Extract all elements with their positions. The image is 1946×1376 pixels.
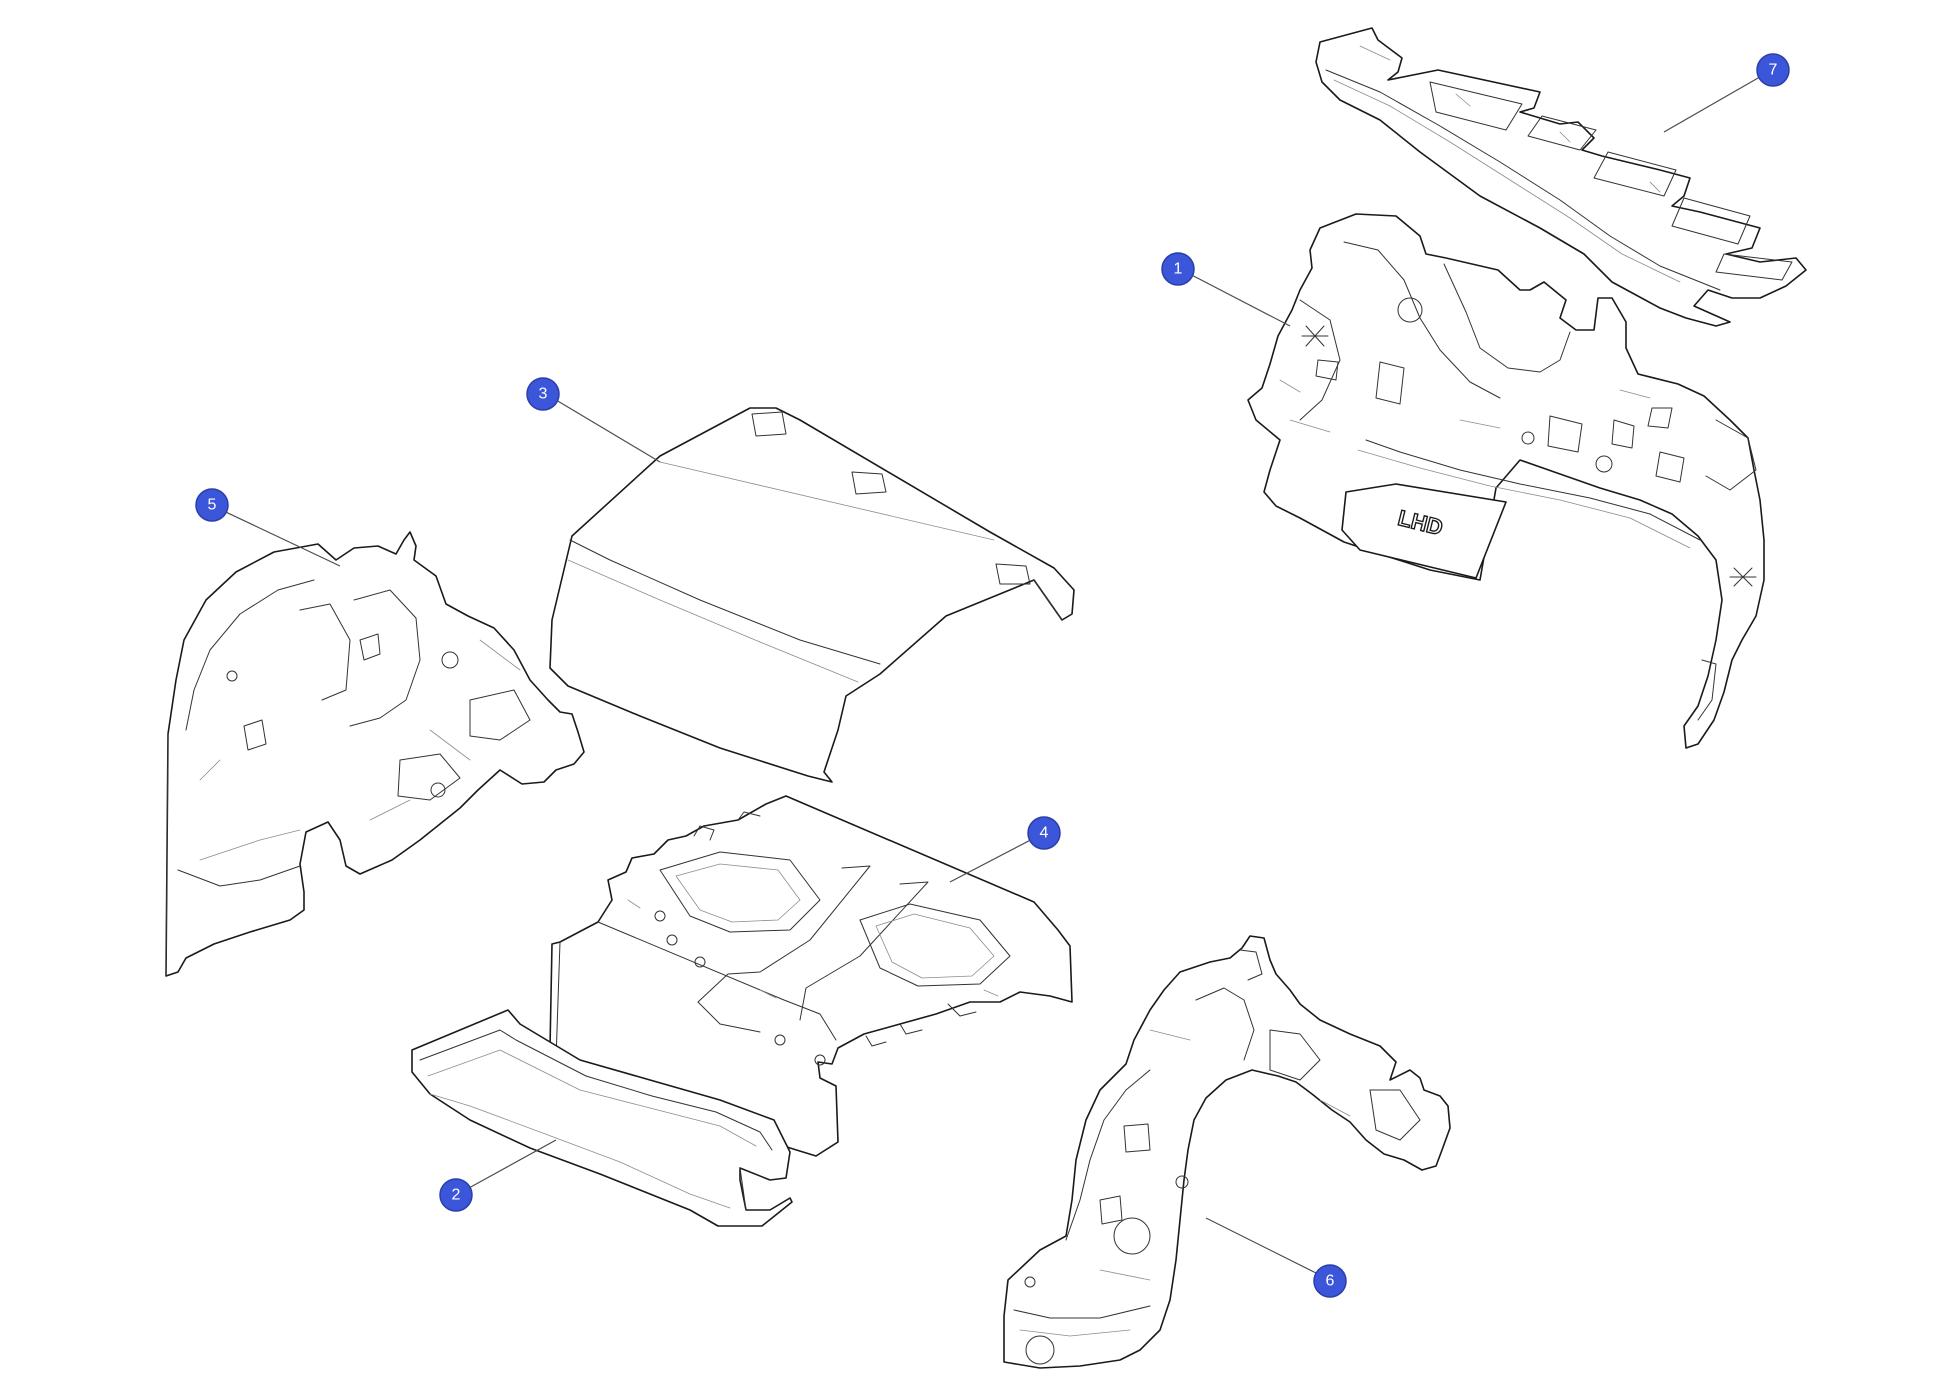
callout-2-label: 2 — [452, 1187, 461, 1204]
callout-6-label: 6 — [1326, 1273, 1335, 1290]
part-5-left-wheelhouse[interactable] — [165, 531, 585, 977]
part-6-right-wheelhouse[interactable] — [1003, 935, 1451, 1369]
callout-3[interactable]: 3 — [526, 377, 560, 411]
callout-6[interactable]: 6 — [1313, 1264, 1347, 1298]
part-3-panel-cover[interactable] — [549, 407, 1075, 783]
callout-7-label: 7 — [1769, 62, 1778, 79]
callout-1-label: 1 — [1174, 261, 1183, 278]
leader-2 — [457, 1139, 557, 1195]
callout-4-label: 4 — [1040, 825, 1049, 842]
callout-3-circle — [526, 377, 560, 411]
leader-3 — [545, 393, 661, 463]
leader-lines — [212, 69, 1773, 1281]
leader-7 — [1663, 69, 1773, 133]
callout-7-circle — [1756, 53, 1790, 87]
part-4-floor-insulator[interactable] — [549, 795, 1073, 1157]
callout-7[interactable]: 7 — [1756, 53, 1790, 87]
leader-6 — [1205, 1217, 1331, 1281]
callout-1-circle — [1161, 252, 1195, 286]
callout-1[interactable]: 1 — [1161, 252, 1195, 286]
callout-5-circle — [195, 488, 229, 522]
part-1-dash-insulator[interactable]: LHD — [1247, 213, 1765, 749]
callout-6-circle — [1313, 1264, 1347, 1298]
callout-5-label: 5 — [208, 497, 217, 514]
leader-5 — [212, 505, 341, 567]
leader-4 — [949, 833, 1043, 883]
callout-4-circle — [1027, 816, 1061, 850]
callout-2-circle — [439, 1178, 473, 1212]
part-7-cowl-insulator[interactable] — [1315, 27, 1807, 327]
callout-5[interactable]: 5 — [195, 488, 229, 522]
callout-2[interactable]: 2 — [439, 1178, 473, 1212]
leader-1 — [1181, 269, 1291, 327]
callout-4[interactable]: 4 — [1027, 816, 1061, 850]
part-2-floor-mat[interactable] — [411, 1009, 793, 1227]
callout-3-label: 3 — [539, 386, 548, 403]
